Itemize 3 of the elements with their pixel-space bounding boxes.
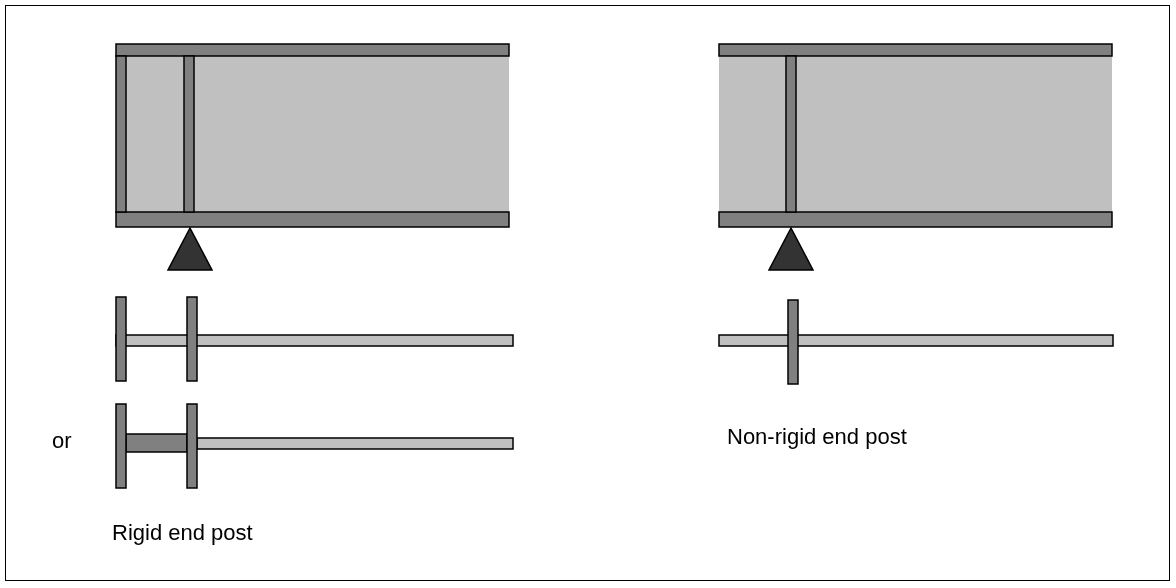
caption-text: Rigid end post bbox=[112, 520, 253, 546]
or-label: or bbox=[52, 428, 72, 454]
caption-text: Non-rigid end post bbox=[727, 424, 907, 450]
